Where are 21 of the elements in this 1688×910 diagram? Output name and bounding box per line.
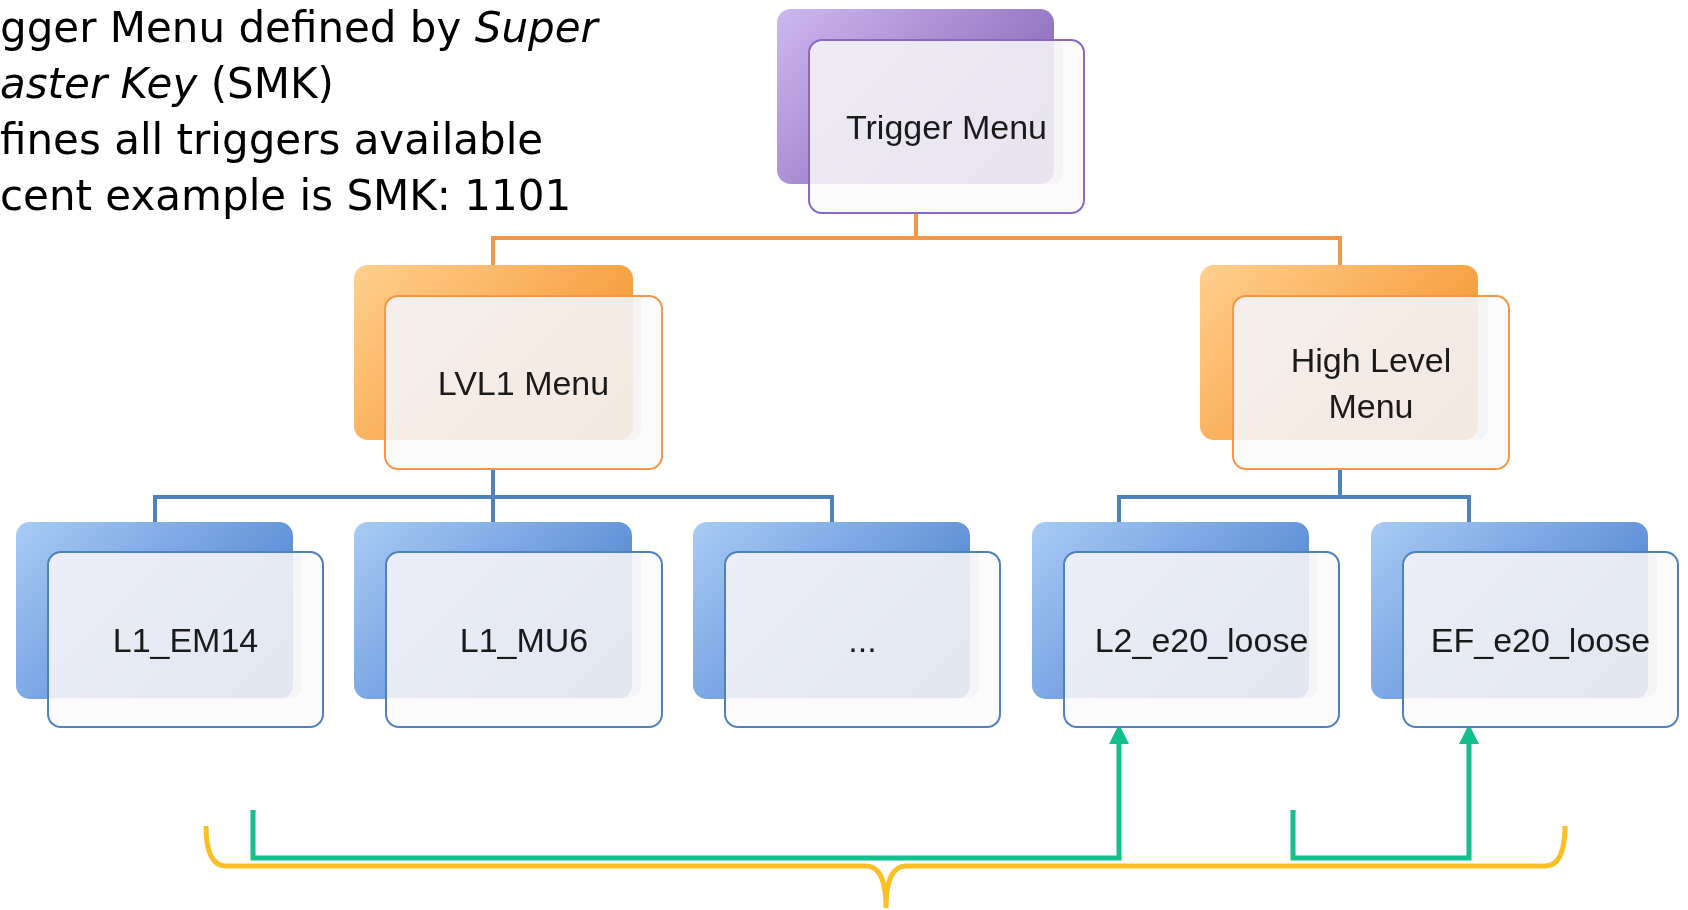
menu-card bbox=[1032, 522, 1340, 728]
menu-card bbox=[693, 522, 1001, 728]
bullet-text: cent example is SMK: 1101 bbox=[0, 170, 572, 222]
connector-line bbox=[914, 214, 1342, 265]
bullet-text: fines all triggers available bbox=[0, 114, 544, 166]
card-label: High Level Menu bbox=[1289, 339, 1453, 427]
menu-card bbox=[354, 265, 663, 470]
card-label: Trigger Menu bbox=[846, 106, 1047, 148]
card-label: LVL1 Menu bbox=[437, 362, 610, 404]
menu-card bbox=[1200, 265, 1510, 470]
menu-card bbox=[16, 522, 324, 728]
bullet-text: gger Menu defined by Super aster Key (SMK) bbox=[0, 2, 601, 110]
menu-card bbox=[354, 522, 663, 728]
card-label: EF_e20_loose bbox=[1430, 619, 1651, 661]
connector-line bbox=[1338, 470, 1471, 522]
menu-card bbox=[777, 9, 1085, 214]
card-label: ... bbox=[848, 619, 877, 661]
card-label: L1_EM14 bbox=[112, 619, 259, 661]
menu-card bbox=[1371, 522, 1679, 728]
card-label: L2_e20_loose bbox=[1094, 619, 1309, 661]
card-label: L1_MU6 bbox=[459, 619, 589, 661]
